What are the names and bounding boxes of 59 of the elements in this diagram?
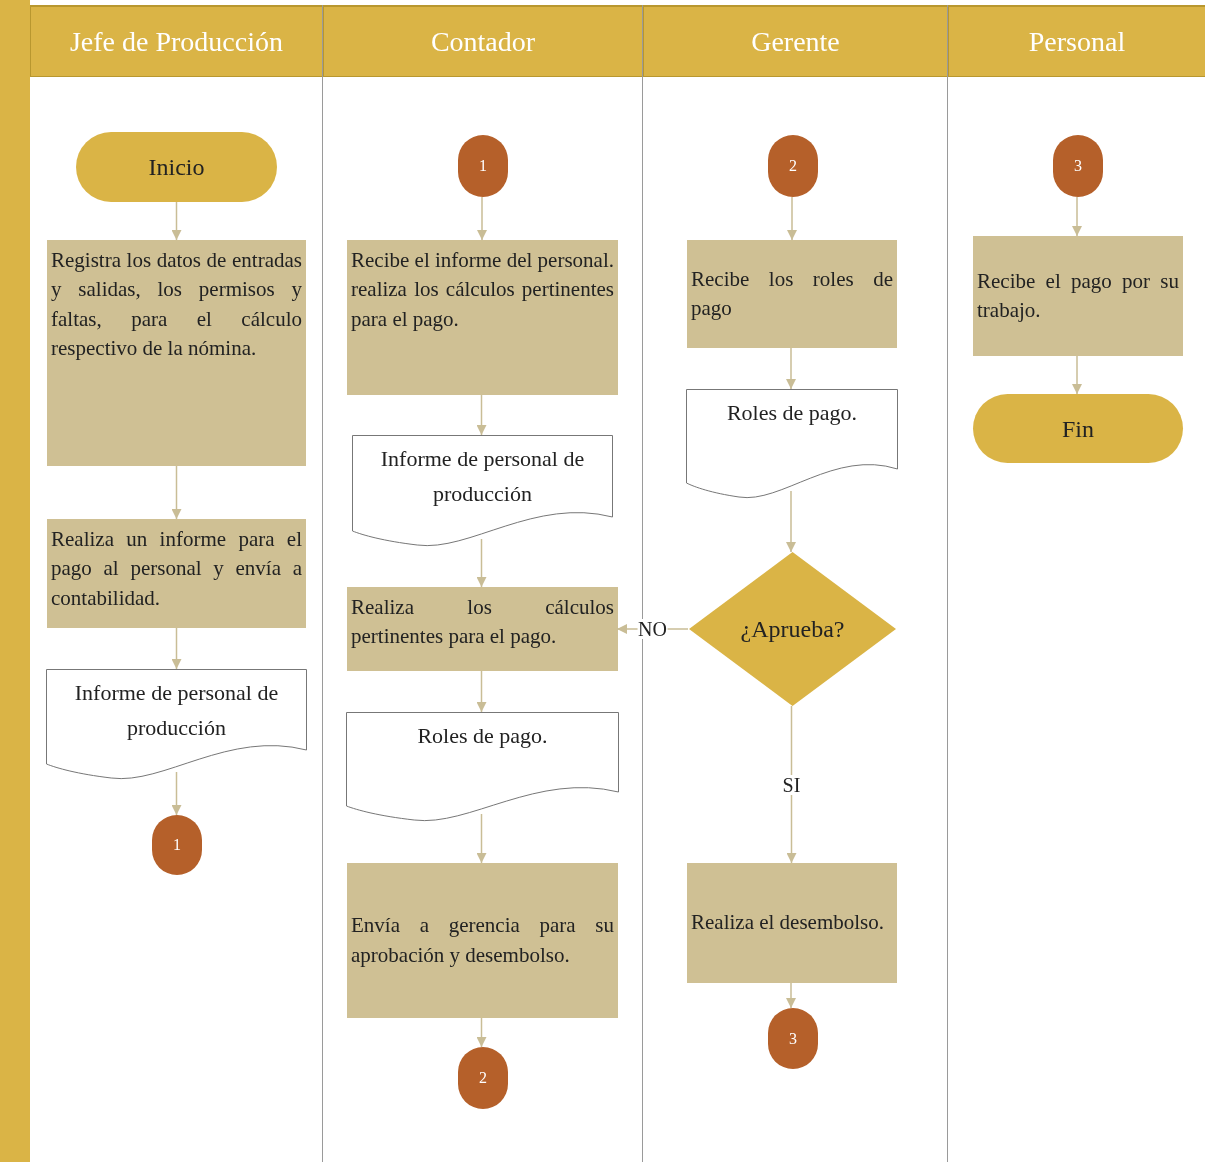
node-text: Recibe el informe del personal. realiza los cálculos pertinentes para el pago. [351,247,614,333]
process-box [347,587,618,671]
arrow [786,490,796,553]
process-box [347,863,618,1018]
edge-label: SI [781,774,802,795]
node-text: Informe de personal de producción [74,680,279,741]
arrow [787,196,797,241]
document-shape [46,669,307,780]
node-text: 2 [479,1068,487,1088]
decision-diamond [689,552,896,706]
lane-header: Gerente [751,27,840,56]
arrow [171,465,182,520]
arrow [476,813,487,864]
swimlane [0,0,322,1162]
node-text: 1 [479,156,487,176]
lane-header: Personal [1028,27,1126,56]
arrow [1072,196,1082,237]
process-box [347,240,618,395]
process-box [687,240,897,348]
node-text: Realiza el desembolso. [691,909,886,937]
lane-header: Jefe de Producción [69,27,283,56]
process-box [973,236,1183,356]
node-text: ¿Aprueba? [740,616,845,642]
swimlane [947,5,1205,1162]
node-text: Informe de personal de producción [380,446,585,507]
node-text: Fin [1062,414,1094,444]
node-text: Realiza un informe para el pago al personal y envía a contabilidad. [51,526,302,612]
node-text: 3 [789,1028,797,1049]
document-shape [686,389,898,499]
process-box [47,240,306,466]
arrow [476,1017,487,1048]
node-text: Envía a gerencia para su aprobación y desembolso. [351,912,614,969]
node-text: Inicio [148,153,205,182]
node-text: 2 [789,156,797,176]
process-box [47,519,306,628]
node-text: Roles de pago. [726,400,858,425]
node-text: Realiza los cálculos pertinentes para el pago. [351,594,614,651]
process-box [687,863,897,983]
arrow [171,771,182,816]
arrow [1072,355,1082,395]
lane-header: Contador [430,27,536,56]
node-text: Roles de pago. [417,723,548,748]
arrow [786,705,797,864]
edge-label: NO [637,619,668,639]
arrow [476,394,487,436]
arrow [476,538,487,588]
node-text: Recibe el pago por su trabajo. [977,267,1179,324]
arrow [171,627,182,670]
arrow [171,201,182,241]
document-shape [352,435,613,547]
node-text: Recibe los roles de pago [691,265,893,322]
arrow [786,982,796,1009]
arrow [786,347,796,390]
document-shape [346,712,619,822]
node-text: 3 [1074,156,1082,176]
arrow [477,196,487,241]
node-text: 1 [173,835,181,855]
node-text: Registra los datos de entradas y salidas, los permisos y faltas, para el cálculo respectivo de la nómina. [51,247,302,363]
arrow [476,670,487,713]
